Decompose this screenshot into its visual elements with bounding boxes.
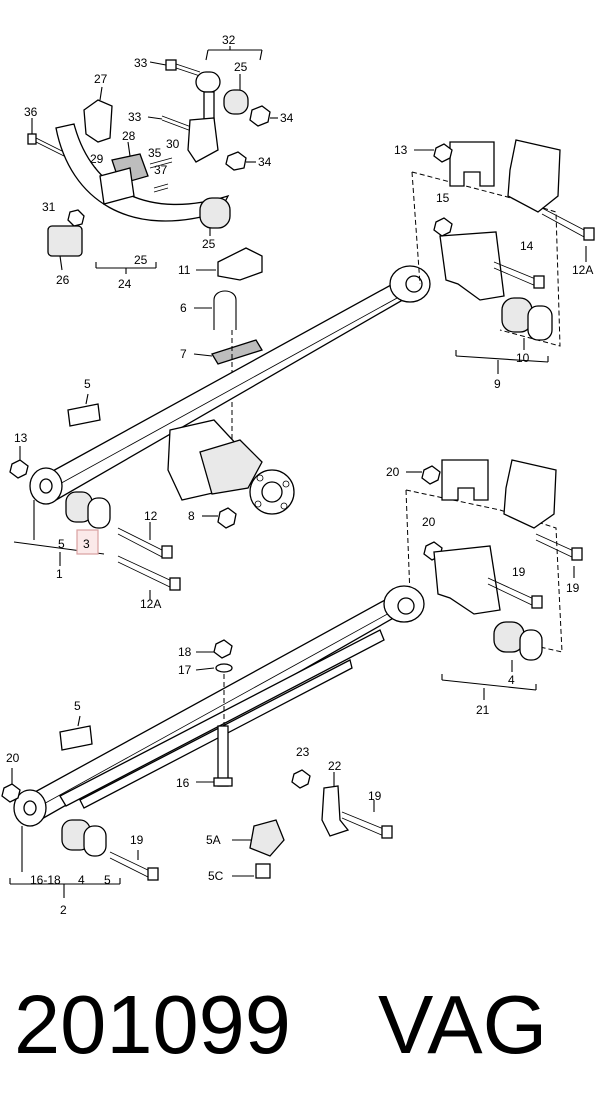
callout-13: 13	[394, 143, 408, 157]
callout-15: 15	[436, 191, 450, 205]
callout-27: 27	[94, 72, 108, 86]
brand-name: VAG	[378, 978, 548, 1071]
callout-29: 29	[90, 152, 104, 166]
callout-34: 34	[280, 111, 294, 125]
callout-30: 30	[166, 137, 180, 151]
highlighted-callout-box	[76, 529, 99, 555]
callout-23: 23	[296, 745, 310, 759]
callout-20: 20	[422, 515, 436, 529]
upper-leaf-spring	[9, 265, 431, 600]
callout-19: 19	[130, 833, 144, 847]
lower-right-hanger	[405, 459, 583, 700]
callout-16-18: 16-18	[30, 873, 61, 887]
callout-22: 22	[328, 759, 342, 773]
callout-25: 25	[134, 253, 148, 267]
callout-7: 7	[180, 347, 187, 361]
callout-6: 6	[180, 301, 187, 315]
callout-24: 24	[118, 277, 132, 291]
callout-19: 19	[368, 789, 382, 803]
upper-right-hanger	[411, 139, 595, 374]
callout-20: 20	[386, 465, 400, 479]
footer-caption: 201099 VAG	[14, 975, 594, 1075]
callout-2: 2	[60, 903, 67, 917]
exploded-parts-diagram: 32 33 25 27 36 33 34 28 35 30 29 37 34 3…	[1, 33, 595, 917]
callout-26: 26	[56, 273, 70, 287]
callout-14: 14	[520, 239, 534, 253]
callout-25: 25	[202, 237, 216, 251]
callout-21: 21	[476, 703, 490, 717]
callout-5: 5	[58, 537, 65, 551]
callout-4: 4	[508, 673, 515, 687]
callout-5: 5	[84, 377, 91, 391]
callout-10: 10	[516, 351, 530, 365]
callout-31: 31	[42, 200, 56, 214]
callout-9: 9	[494, 377, 501, 391]
callout-11: 11	[178, 263, 191, 277]
callout-33: 33	[128, 110, 142, 124]
stabilizer-assembly	[27, 46, 278, 274]
callout-34: 34	[258, 155, 272, 169]
callout-32: 32	[222, 33, 236, 47]
callout-1: 1	[56, 567, 63, 581]
callout-8: 8	[188, 509, 195, 523]
callout-35: 35	[148, 146, 162, 160]
callout-17: 17	[178, 663, 192, 677]
callout-25: 25	[234, 60, 248, 74]
callout-labels: 32 33 25 27 36 33 34 28 35 30 29 37 34 3…	[6, 33, 593, 917]
callout-4: 4	[78, 873, 85, 887]
callout-19: 19	[566, 581, 580, 595]
callout-12A: 12A	[140, 597, 161, 611]
callout-12A: 12A	[572, 263, 593, 277]
callout-37: 37	[154, 163, 168, 177]
part-number: 201099	[14, 978, 291, 1071]
callout-33: 33	[134, 56, 148, 70]
callout-36: 36	[24, 105, 38, 119]
callout-18: 18	[178, 645, 192, 659]
callout-12: 12	[144, 509, 158, 523]
callout-13: 13	[14, 431, 28, 445]
callout-5: 5	[104, 873, 111, 887]
callout-16: 16	[176, 776, 190, 790]
callout-5: 5	[74, 699, 81, 713]
callout-5A: 5A	[206, 833, 221, 847]
callout-20: 20	[6, 751, 20, 765]
lower-leaf-spring	[1, 585, 425, 898]
callout-19: 19	[512, 565, 526, 579]
callout-3-highlighted: 3	[83, 537, 90, 551]
callout-5C: 5C	[208, 869, 224, 883]
callout-28: 28	[122, 129, 136, 143]
